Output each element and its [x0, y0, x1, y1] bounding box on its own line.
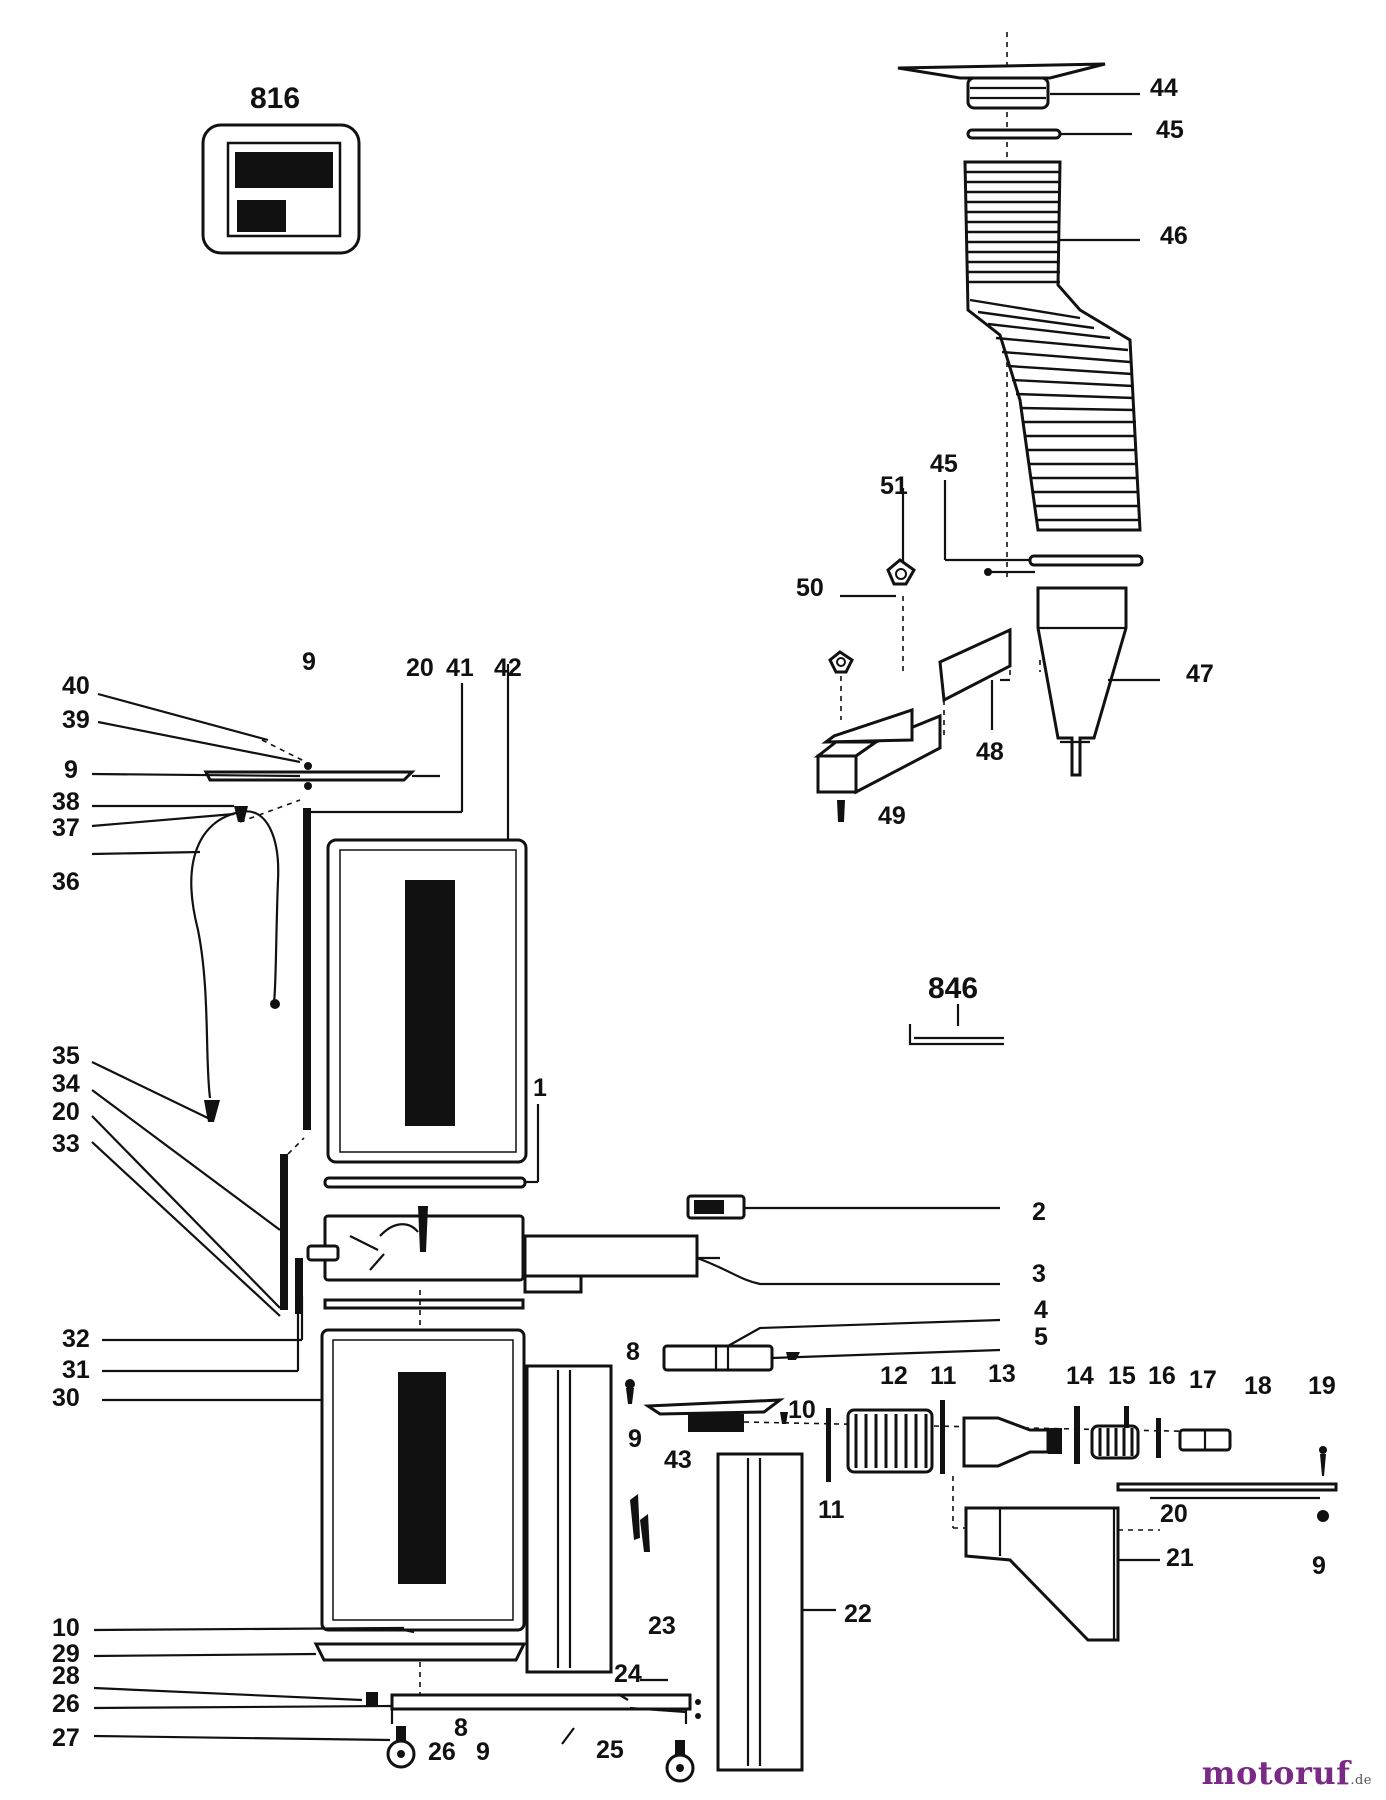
- label-part-21: 21: [1166, 1544, 1194, 1572]
- label-part-40: 40: [62, 672, 90, 700]
- label-part-39: 39: [62, 706, 90, 734]
- kit-label-816: 816: [250, 82, 300, 115]
- label-part-43: 43: [664, 1446, 692, 1474]
- kit-label-846: 846: [928, 972, 978, 1005]
- label-part-5: 5: [1034, 1323, 1048, 1351]
- motor-fan-assembly: [625, 1379, 1338, 1642]
- switch-parts: [662, 1194, 1001, 1372]
- label-part-9-top: 9: [302, 648, 316, 676]
- kit-846-bracket: 846: [908, 972, 1004, 1046]
- label-part-35: 35: [52, 1042, 80, 1070]
- label-part-27: 27: [52, 1724, 80, 1752]
- label-part-17: 17: [1189, 1366, 1217, 1394]
- label-part-45-top: 45: [1156, 116, 1184, 144]
- label-part-4: 4: [1034, 1296, 1048, 1324]
- label-part-20-top: 20: [406, 654, 434, 682]
- side-panels: [525, 1364, 836, 1772]
- label-part-10-left: 10: [52, 1614, 80, 1642]
- leader-lines: [91, 692, 687, 1742]
- adapter-assembly: [813, 488, 1041, 822]
- label-part-20-left: 20: [52, 1098, 80, 1126]
- watermark-tld: .de: [1350, 1773, 1372, 1788]
- label-part-33: 33: [52, 1130, 80, 1158]
- kit-816-box: 816: [201, 82, 361, 255]
- upper-column-assembly: [190, 664, 720, 1783]
- label-part-9-right: 9: [1312, 1552, 1326, 1580]
- label-part-28: 28: [52, 1662, 80, 1690]
- label-part-9: 9: [628, 1425, 642, 1453]
- hood-and-hose-assembly: [897, 32, 1160, 777]
- label-part-46: 46: [1160, 222, 1188, 250]
- label-part-44: 44: [1150, 74, 1178, 102]
- label-part-13: 13: [988, 1360, 1016, 1388]
- label-part-3: 3: [1032, 1260, 1046, 1288]
- label-part-51: 51: [880, 472, 908, 500]
- label-part-38: 38: [52, 788, 80, 816]
- label-part-47: 47: [1186, 660, 1214, 688]
- label-part-25: 25: [596, 1736, 624, 1764]
- label-part-36: 36: [52, 868, 80, 896]
- label-part-18: 18: [1244, 1372, 1272, 1400]
- label-part-8: 8: [626, 1338, 640, 1366]
- watermark-brand: motoruf: [1201, 1754, 1351, 1792]
- label-part-10: 10: [788, 1396, 816, 1424]
- label-part-22: 22: [844, 1600, 872, 1628]
- label-part-9-bottom: 9: [476, 1738, 490, 1766]
- label-part-49: 49: [878, 802, 906, 830]
- label-part-42: 42: [494, 654, 522, 682]
- label-part-23: 23: [648, 1612, 676, 1640]
- watermark-logo: motoruf.de: [1202, 1754, 1372, 1792]
- label-part-34: 34: [52, 1070, 80, 1098]
- part-labels: 1 2 3 4 5 8 9 10 11 11 12 13 14 15 16 17…: [52, 74, 1336, 1766]
- label-part-14: 14: [1066, 1362, 1094, 1390]
- label-part-32: 32: [62, 1325, 90, 1353]
- label-part-16: 16: [1148, 1362, 1176, 1390]
- label-part-24: 24: [614, 1660, 642, 1688]
- label-part-9-left: 9: [64, 756, 78, 784]
- label-part-8-bottom: 8: [454, 1714, 468, 1742]
- label-part-12: 12: [880, 1362, 908, 1390]
- label-part-26-bottom: 26: [428, 1738, 456, 1766]
- label-part-37: 37: [52, 814, 80, 842]
- label-part-15: 15: [1108, 1362, 1136, 1390]
- label-part-1: 1: [533, 1074, 547, 1102]
- label-part-50: 50: [796, 574, 824, 602]
- label-part-11-upper: 11: [930, 1362, 957, 1390]
- label-part-31: 31: [62, 1356, 90, 1384]
- label-part-11-lower: 11: [818, 1496, 845, 1524]
- label-part-19: 19: [1308, 1372, 1336, 1400]
- label-part-41: 41: [446, 654, 474, 682]
- label-part-48: 48: [976, 738, 1004, 766]
- label-part-30: 30: [52, 1384, 80, 1412]
- label-part-26-left: 26: [52, 1690, 80, 1718]
- label-part-20-right: 20: [1160, 1500, 1188, 1528]
- label-part-2: 2: [1032, 1198, 1046, 1226]
- label-part-29: 29: [52, 1640, 80, 1668]
- label-part-45-lower: 45: [930, 450, 958, 478]
